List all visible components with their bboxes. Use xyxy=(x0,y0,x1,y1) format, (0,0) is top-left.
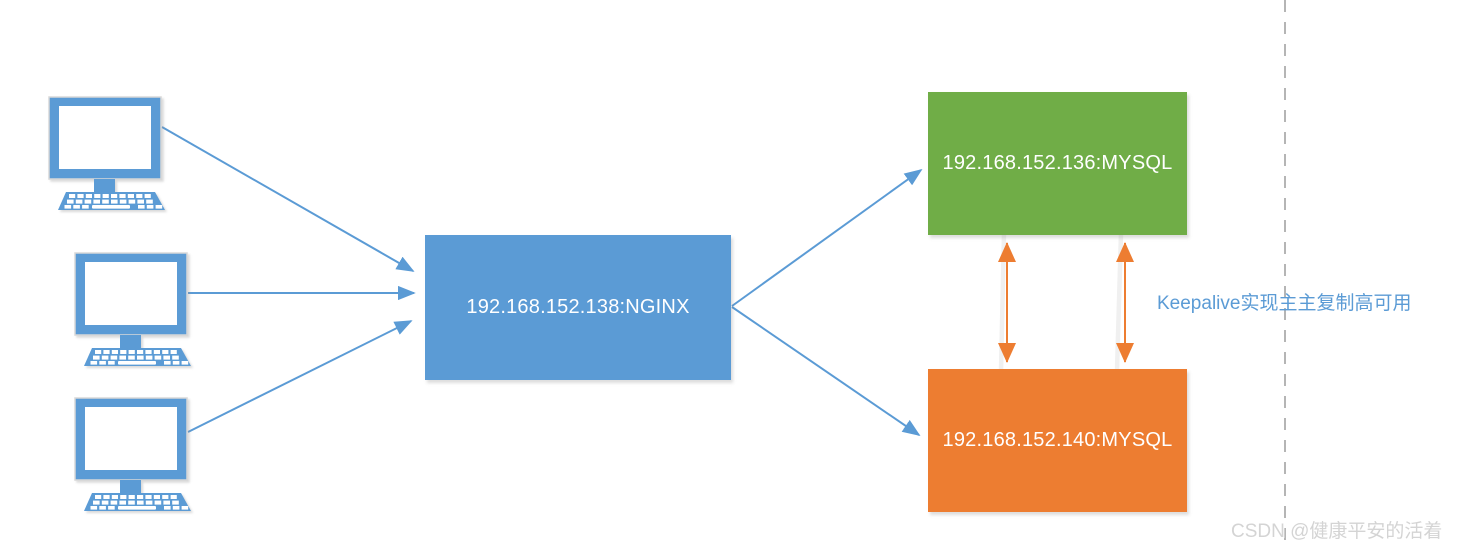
watermark-text: CSDN @健康平安的活着 xyxy=(1231,521,1443,542)
arrow-client1-to-nginx xyxy=(161,126,415,272)
nginx-node: 192.168.152.138:NGINX xyxy=(425,235,731,380)
mysql-master-bottom-label: 192.168.152.140:MYSQL xyxy=(942,429,1173,451)
client-computer-icon-3 xyxy=(74,397,195,512)
page-break-dashed-line xyxy=(1284,0,1286,547)
keepalive-annotation: Keepalive实现主主复制高可用 xyxy=(1157,293,1412,314)
replication-band-right xyxy=(1114,232,1124,372)
nginx-node-label: 192.168.152.138:NGINX xyxy=(466,296,690,318)
replication-band-left xyxy=(998,232,1007,372)
client-computer-icon-1 xyxy=(48,96,169,211)
mysql-master-bottom-node: 192.168.152.140:MYSQL xyxy=(928,369,1187,512)
arrow-nginx-to-mysql-bottom xyxy=(731,306,921,437)
arrow-client3-to-nginx xyxy=(187,320,413,433)
mysql-master-top-node: 192.168.152.136:MYSQL xyxy=(928,92,1187,235)
arrow-nginx-to-mysql-top xyxy=(731,168,923,307)
mysql-master-top-label: 192.168.152.136:MYSQL xyxy=(942,152,1173,174)
client-computer-icon-2 xyxy=(74,252,195,367)
